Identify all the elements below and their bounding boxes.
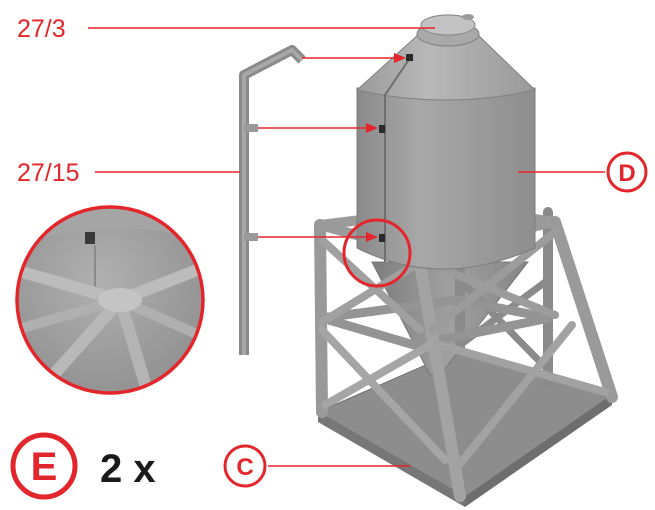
part-number-27-3: 27/3 xyxy=(17,15,66,43)
base-plate xyxy=(316,349,614,507)
callout-c-letter: C xyxy=(236,454,253,481)
leader-lines xyxy=(88,27,605,467)
quantity-label: 2 x xyxy=(100,447,156,491)
part-number-27-15: 27/15 xyxy=(17,159,80,187)
detail-magnifier xyxy=(15,205,205,395)
step-badge: E xyxy=(10,432,78,500)
pipe-part xyxy=(239,45,306,355)
callout-d: D xyxy=(606,151,648,193)
callout-d-letter: D xyxy=(618,160,635,187)
highlight-circle xyxy=(342,218,412,288)
callout-c: C xyxy=(223,444,267,488)
silo-body xyxy=(355,14,537,270)
step-letter: E xyxy=(31,445,58,489)
